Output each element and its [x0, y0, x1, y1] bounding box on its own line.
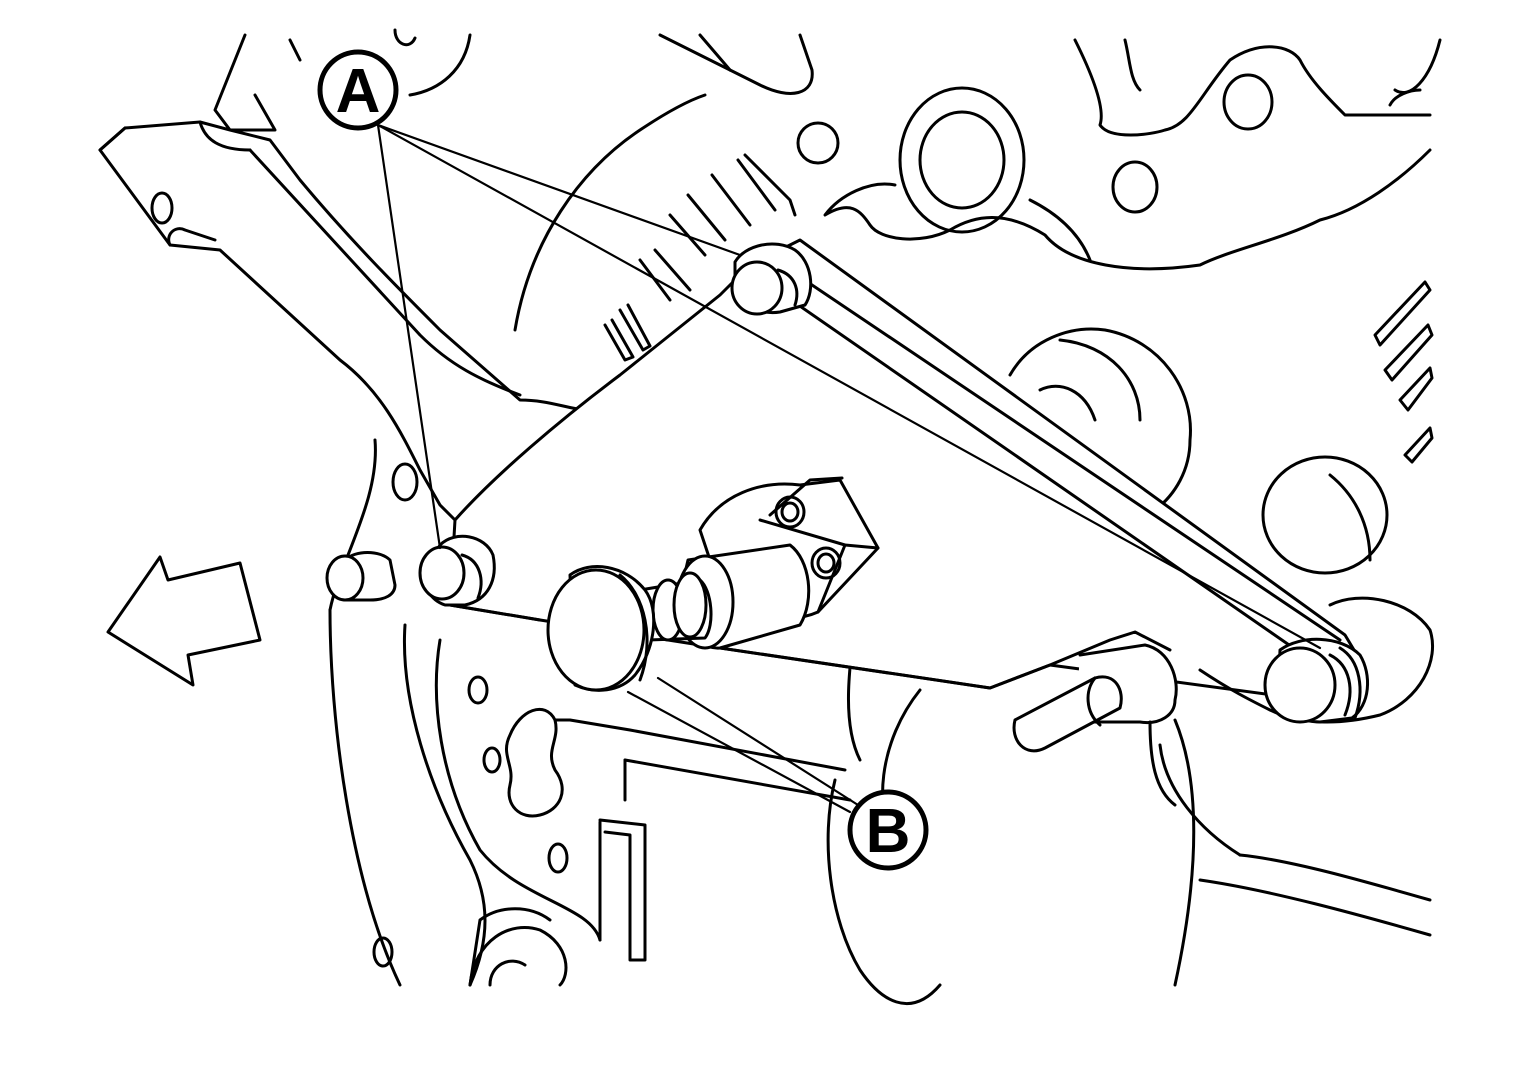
bolt-a-right	[1263, 637, 1370, 724]
timing-cover-arcs	[513, 93, 1432, 1006]
lower-casting	[328, 438, 852, 987]
chain-tensioner	[546, 476, 880, 692]
leader-lines-a	[376, 123, 1322, 650]
direction-arrow-icon	[106, 555, 262, 687]
engine-block-outline	[213, 28, 1442, 271]
right-dowel	[1012, 643, 1178, 807]
callout-b-label: B	[866, 797, 911, 866]
leader-lines-b	[626, 676, 860, 814]
callout-b: B	[847, 789, 929, 871]
bolt-a-lower	[418, 534, 496, 607]
bolt-a-upper	[730, 242, 813, 316]
callout-a-label: A	[336, 57, 381, 126]
right-end-pulley	[1198, 596, 1435, 724]
left-dowel	[325, 551, 397, 602]
right-ribs	[1373, 280, 1434, 464]
upper-left-arm	[98, 120, 597, 522]
callout-a: A	[317, 49, 399, 131]
idler-pulleys	[1008, 327, 1389, 575]
